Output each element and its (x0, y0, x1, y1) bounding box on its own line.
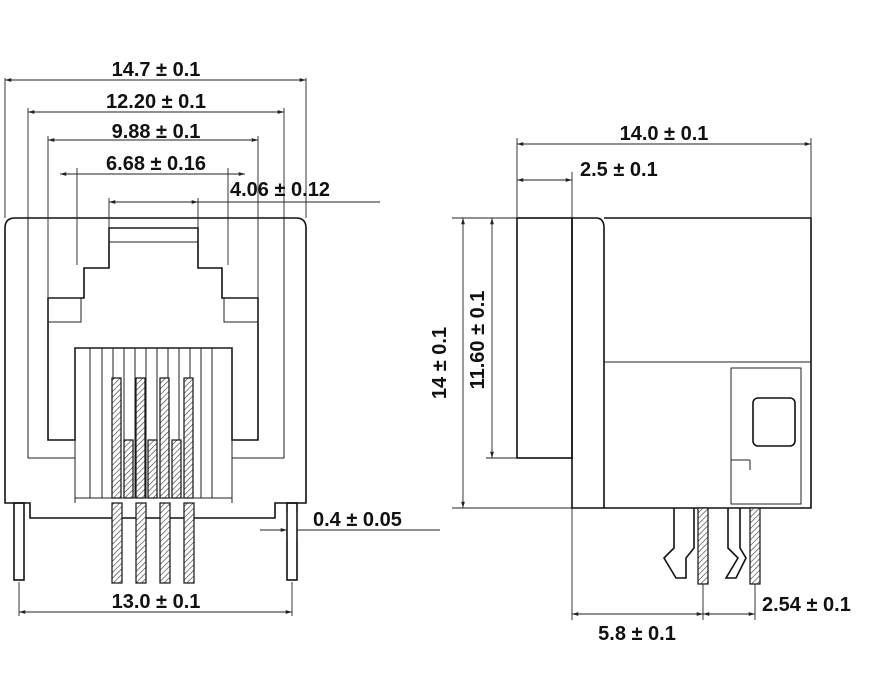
dim-overall-height: 14 ± 0.1 (429, 327, 451, 399)
mounting-post-left (13, 502, 25, 581)
side-front-face (516, 217, 573, 459)
pin (135, 502, 147, 584)
side-dimension-lines (452, 138, 812, 620)
dim-body-height: 11.60 ± 0.1 (467, 291, 489, 390)
dim-front-offset: 2.5 ± 0.1 (580, 159, 658, 181)
pin (159, 502, 171, 584)
side-housing (604, 217, 812, 509)
mounting-post-right (286, 502, 298, 581)
front-dimension-lines (4, 78, 440, 616)
side-latch-window (752, 397, 796, 447)
dim-overall-width: 14.7 ± 0.1 (112, 59, 201, 81)
side-view: 14.0 ± 0.1 2.5 ± 0.1 14 ± 0.1 11.60 ± 0.… (429, 123, 851, 645)
front-view: 14.7 ± 0.1 12.20 ± 0.1 9.88 ± 0.1 6.68 ±… (4, 59, 440, 616)
side-body-outline (571, 217, 605, 509)
front-pins (13, 502, 298, 584)
side-rear-block (730, 367, 802, 505)
dim-pin-span: 13.0 ± 0.1 (112, 591, 201, 613)
side-pins (662, 507, 761, 585)
dim-depth: 14.0 ± 0.1 (620, 123, 709, 145)
right-key-slot (223, 297, 259, 323)
side-pin (749, 507, 761, 585)
side-post-left (662, 508, 695, 579)
dim-pin-pitch: 2.54 ± 0.1 (762, 594, 851, 616)
pin (183, 502, 195, 584)
opening-latch-slot (108, 227, 199, 243)
side-pin (697, 507, 709, 585)
dim-pin-offset: 5.8 ± 0.1 (598, 623, 676, 645)
dim-top-opening: 4.06 ± 0.12 (230, 179, 330, 201)
front-housing-outline (4, 217, 307, 519)
pin (111, 502, 123, 584)
plug-opening (47, 227, 259, 441)
dim-inner-width: 12.20 ± 0.1 (106, 91, 206, 113)
dim-cavity-width: 9.88 ± 0.1 (112, 121, 201, 143)
dim-contact-span: 6.68 ± 0.16 (106, 153, 206, 175)
contact-hatches (111, 377, 194, 499)
side-post-right (724, 508, 747, 579)
dim-pin-width: 0.4 ± 0.05 (313, 509, 402, 531)
left-key-slot (47, 297, 82, 323)
